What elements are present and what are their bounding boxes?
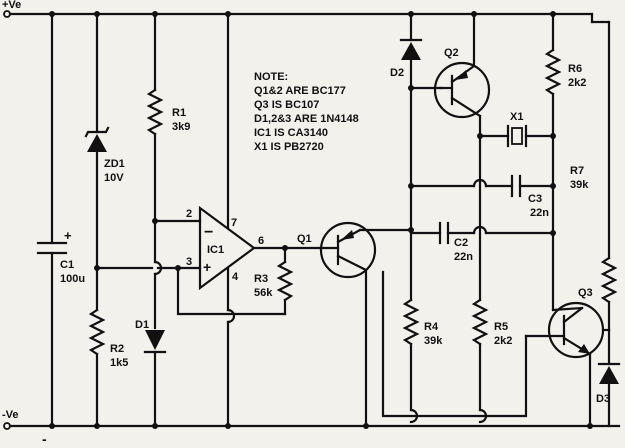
ic1-minus: − xyxy=(204,224,213,241)
note-block: NOTE: Q1&2 ARE BC177 Q3 IS BC107 D1,2&3 … xyxy=(254,71,359,153)
x1-ref: X1 xyxy=(510,111,523,123)
r7-value: 39k xyxy=(570,179,589,191)
r4-value: 39k xyxy=(424,335,443,347)
ic1-pin2: 2 xyxy=(186,208,192,220)
q3-ref: Q3 xyxy=(578,287,593,299)
d1-ref: D1 xyxy=(135,319,149,331)
note-title: NOTE: xyxy=(254,71,288,83)
neg-rail-label: -Ve xyxy=(2,409,19,421)
r3-value: 56k xyxy=(254,287,273,299)
ic1-pin7: 7 xyxy=(231,217,237,229)
pos-rail-label: +Ve xyxy=(2,0,21,11)
r5-ref: R5 xyxy=(494,321,508,333)
q1-ref: Q1 xyxy=(297,233,312,245)
note-line-3: D1,2&3 ARE 1N4148 xyxy=(254,113,359,125)
d3-ref: D3 xyxy=(596,393,610,405)
r4-ref: R4 xyxy=(424,321,439,333)
zd1-value: 10V xyxy=(104,172,124,184)
r2-resistor xyxy=(88,308,106,429)
c1-ref: C1 xyxy=(60,259,74,271)
ic1-opamp xyxy=(198,11,322,429)
x1-crystal xyxy=(477,124,556,148)
neg-minus-mark: - xyxy=(42,431,47,447)
note-line-4: IC1 IS CA3140 xyxy=(254,127,328,139)
q2-transistor xyxy=(433,11,491,302)
r1-resistor xyxy=(146,11,164,264)
note-line-1: Q1&2 ARE BC177 xyxy=(254,85,346,97)
r6-ref: R6 xyxy=(568,63,582,75)
r3-ref: R3 xyxy=(254,273,268,285)
c1-capacitor xyxy=(36,11,68,429)
r5-value: 2k2 xyxy=(494,335,512,347)
r6-value: 2k2 xyxy=(568,77,586,89)
c2-ref: C2 xyxy=(454,237,468,249)
d2-diode xyxy=(399,11,423,302)
ic1-ref: IC1 xyxy=(207,244,224,256)
ic1-plus: + xyxy=(203,259,211,275)
negative-rail xyxy=(3,422,621,430)
c2-value: 22n xyxy=(454,251,473,263)
positive-rail xyxy=(3,10,611,260)
r2-value: 1k5 xyxy=(110,357,128,369)
note-line-2: Q3 IS BC107 xyxy=(254,99,319,111)
c2-capacitor xyxy=(408,221,556,245)
r1-ref: R1 xyxy=(172,107,186,119)
d1-diode xyxy=(143,330,167,429)
r4-resistor xyxy=(402,298,420,424)
d2-ref: D2 xyxy=(390,67,404,79)
r3-resistor xyxy=(276,246,294,316)
q3-transistor xyxy=(524,300,611,429)
r1-value: 3k9 xyxy=(172,121,190,133)
c3-value: 22n xyxy=(530,207,549,219)
q1-transistor xyxy=(318,221,414,428)
zd1-ref: ZD1 xyxy=(104,158,125,170)
ic1-pin6: 6 xyxy=(258,235,264,247)
c3-ref: C3 xyxy=(528,193,542,205)
c3-capacitor xyxy=(408,174,556,198)
r7-resistor xyxy=(600,256,618,304)
c1-plus: + xyxy=(64,228,72,243)
r7-ref: R7 xyxy=(570,165,584,177)
ic1-pin4: 4 xyxy=(232,271,239,283)
r5-resistor xyxy=(471,298,489,424)
zd1-zener xyxy=(84,11,110,312)
q2-ref: Q2 xyxy=(444,47,459,59)
d3-diode xyxy=(597,328,621,428)
note-line-5: X1 IS PB2720 xyxy=(254,141,324,153)
r6-resistor xyxy=(544,11,562,312)
r2-ref: R2 xyxy=(110,343,124,355)
c1-value: 100u xyxy=(60,273,85,285)
ic1-pin3: 3 xyxy=(186,256,192,268)
